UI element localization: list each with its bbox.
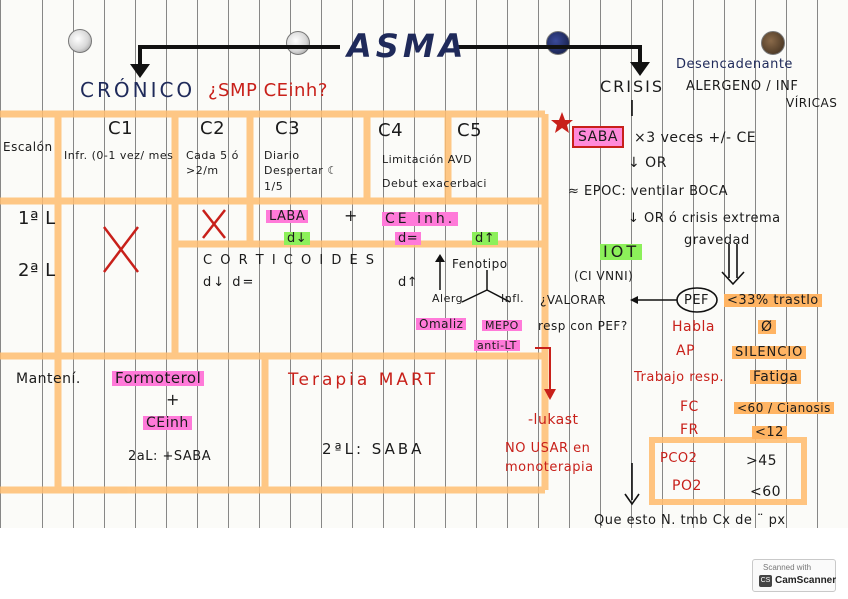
ceinh-label: CEinh bbox=[143, 416, 192, 430]
watermark-line-1: Scanned with bbox=[763, 563, 812, 572]
param-ap-name: AP bbox=[676, 343, 696, 359]
param-pco2-name: PCO2 bbox=[660, 451, 698, 466]
column-c5: C5 bbox=[457, 120, 483, 141]
binder-hole-1 bbox=[68, 29, 92, 53]
camscanner-logo-icon: CS bbox=[759, 575, 772, 587]
mepo-label: MEPO bbox=[482, 320, 522, 331]
iot-badge: IOT bbox=[600, 244, 643, 260]
binder-hole-3 bbox=[546, 31, 570, 55]
param-ap-value: SILENCIO bbox=[732, 346, 807, 359]
or-step-1: ↓ OR bbox=[628, 155, 667, 171]
crisis-arrows bbox=[624, 100, 745, 506]
title-arrowhead-right bbox=[630, 62, 650, 76]
param-fr-name: FR bbox=[680, 422, 699, 438]
title-arrowhead-left bbox=[130, 64, 150, 78]
plus-sign: + bbox=[344, 206, 358, 225]
param-po2-value: <60 bbox=[750, 484, 782, 500]
param-pco2-value: >45 bbox=[746, 453, 778, 469]
saba-badge: SABA bbox=[572, 126, 624, 148]
trigger-label: Desencadenante bbox=[676, 57, 793, 72]
fenotipo-branches bbox=[435, 254, 511, 303]
footer-note: Que esto N. tmb Cx de ¨ px bbox=[594, 513, 786, 528]
resp-pef-label: resp con PEF? bbox=[538, 319, 628, 333]
handwritten-note: ASMA CRÓNICO ¿SMP CEinh? Escalón C1 Infr… bbox=[0, 0, 848, 528]
epoc-note: ≈ EPOC: ventilar BOCA bbox=[568, 184, 728, 199]
param-trabajo-name: Trabajo resp. bbox=[634, 370, 724, 385]
gravedad-label: gravedad bbox=[684, 233, 750, 248]
column-c2-desc: Cada 5 ó >2/m bbox=[186, 149, 239, 178]
column-c1-desc: Infr. (0-1 vez/ mes bbox=[64, 149, 174, 162]
cronico-subheading: ¿SMP CEinh? bbox=[208, 80, 328, 101]
param-habla-name: Habla bbox=[672, 319, 715, 335]
escalon-label: Escalón bbox=[3, 140, 53, 154]
no-usar-note: NO USAR en monoterapia bbox=[505, 441, 594, 475]
row-1l-label: 1ª L bbox=[18, 208, 56, 229]
pef-label: PEF bbox=[684, 293, 710, 308]
ce-inh-label: CE inh. bbox=[382, 212, 459, 226]
param-fc-value: <60 / Cianosis bbox=[734, 402, 834, 414]
row2-saba-a: 2aL: +SABA bbox=[128, 449, 212, 464]
row2-doses: d↓ d= bbox=[203, 275, 256, 290]
anti-lt-label: anti-LT bbox=[474, 340, 520, 351]
fenotipo-label: Fenotipo bbox=[452, 257, 508, 271]
column-c3: C3 bbox=[275, 118, 301, 139]
row2-saba-b: 2ªL: SABA bbox=[322, 440, 425, 458]
column-c1: C1 bbox=[108, 118, 134, 139]
civnni-label: (CI VNNI) bbox=[574, 269, 634, 283]
trigger-allergen: ALERGENO / INF bbox=[686, 79, 799, 94]
valorar-label: ¿VALORAR bbox=[540, 293, 607, 307]
laba-label: LABA bbox=[266, 210, 309, 223]
page-title: ASMA bbox=[347, 27, 468, 65]
param-habla-value: Ø bbox=[758, 320, 776, 334]
montelukast-label: -lukast bbox=[528, 412, 579, 428]
star-icon bbox=[551, 112, 573, 133]
camscanner-watermark: Scanned with CS CamScanner bbox=[752, 559, 836, 592]
formoterol-label: Formoterol bbox=[112, 371, 205, 386]
cronico-heading: CRÓNICO bbox=[80, 78, 196, 102]
cross-marks bbox=[103, 209, 226, 273]
drawing-layer bbox=[0, 45, 807, 506]
row-2l-label: 2ª L bbox=[18, 260, 56, 281]
column-c5-desc: Debut exacerbaci bbox=[382, 177, 487, 190]
binder-hole-4 bbox=[761, 31, 785, 55]
dose-high: d↑ bbox=[472, 232, 499, 245]
trigger-viral: VÍRICAS bbox=[786, 96, 838, 110]
or-step-2: ↓ OR ó crisis extrema bbox=[628, 211, 781, 226]
column-c2: C2 bbox=[200, 118, 226, 139]
montelukast-arrow bbox=[535, 347, 551, 395]
dose-low: d↓ bbox=[284, 232, 311, 245]
gas-box bbox=[649, 437, 807, 505]
omaliz-label: Omaliz bbox=[416, 318, 467, 330]
column-c3-desc: Diario Despertar ☾ 1/5 bbox=[264, 149, 338, 193]
crisis-heading: CRISIS bbox=[600, 77, 665, 96]
title-arrow-right bbox=[455, 45, 642, 68]
param-trabajo-value: Fatiga bbox=[750, 370, 802, 384]
binder-hole-2 bbox=[286, 31, 310, 55]
terapia-mart-label: Terapia MART bbox=[288, 370, 438, 390]
watermark-line-2: CamScanner bbox=[775, 575, 837, 586]
title-arrow-left bbox=[138, 45, 340, 70]
param-fr-value: <12 bbox=[752, 426, 787, 439]
corticoides-label: C O R T I C O I D E S bbox=[203, 253, 377, 268]
plus-sign-2: + bbox=[166, 390, 180, 409]
param-fc-name: FC bbox=[680, 399, 699, 415]
saba-dose: ×3 veces +/- CE bbox=[634, 130, 757, 146]
column-c4: C4 bbox=[378, 120, 404, 141]
infl-label: Infl. bbox=[501, 292, 525, 305]
column-c4-desc: Limitación AVD bbox=[382, 153, 473, 166]
param-po2-name: PO2 bbox=[672, 478, 702, 494]
row-mant-label: Mantení. bbox=[16, 371, 81, 387]
dose-mid: d= bbox=[395, 232, 422, 245]
alerg-label: Alerg bbox=[432, 292, 464, 305]
row2-dose-high: d↑ bbox=[398, 275, 419, 290]
pef-threshold: <33% trastlo bbox=[724, 294, 822, 307]
chronic-table-grid bbox=[0, 110, 549, 494]
